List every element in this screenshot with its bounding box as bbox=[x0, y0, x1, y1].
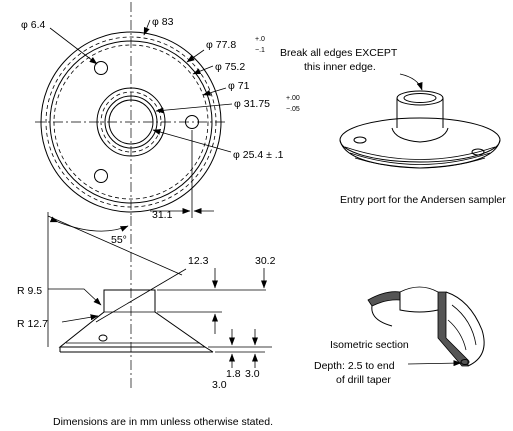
iso-flange-step-3 bbox=[354, 157, 486, 169]
iso-flange-top bbox=[339, 117, 501, 163]
ring-diameter-label: φ 75.2 bbox=[215, 61, 245, 73]
bore-tol-upper: +.00 bbox=[286, 95, 300, 102]
height-1-label: 12.3 bbox=[188, 255, 209, 267]
depth-note-leader bbox=[407, 360, 462, 367]
thickness-3-label: 3.0 bbox=[245, 368, 260, 380]
groove-diameter-leader bbox=[186, 49, 205, 63]
section-outer-curve bbox=[445, 291, 485, 367]
base-right-edge bbox=[204, 346, 214, 353]
isometric-section: Isometric section Depth: 2.5 to end of d… bbox=[314, 286, 485, 386]
side-hole bbox=[98, 334, 108, 342]
chamfer-line bbox=[95, 268, 187, 323]
step-circle bbox=[53, 44, 209, 200]
thickness-2-label: 3.0 bbox=[212, 379, 227, 391]
groove-tol-lower: −.1 bbox=[255, 47, 265, 54]
outer-diameter-label: φ 83 bbox=[152, 16, 174, 28]
bolt-hole-lower bbox=[94, 169, 108, 183]
section-step-2 bbox=[447, 319, 467, 351]
bore-diameter-label: φ 31.75 bbox=[234, 98, 270, 110]
step-diameter-label: φ 71 bbox=[228, 80, 250, 92]
section-cut-left bbox=[367, 291, 401, 307]
top-view: φ 6.4 φ 83 φ 77.8 +.0 −.1 φ 75.2 φ 71 φ … bbox=[21, 2, 300, 221]
edge-note-line2: this inner edge. bbox=[304, 61, 376, 73]
outer-circle bbox=[40, 31, 222, 213]
bore-inner-circle bbox=[108, 99, 154, 145]
groove-circle bbox=[45, 36, 217, 208]
iso-hole-left bbox=[353, 136, 367, 144]
section-cut-right bbox=[437, 291, 469, 367]
side-view: 55° 12.3 30.2 R 9.5 R 12.7 1.8 3.0 3.0 bbox=[17, 212, 276, 391]
iso-bore bbox=[403, 93, 437, 103]
section-top-edge bbox=[399, 286, 439, 293]
radius-2-label: R 12.7 bbox=[17, 318, 48, 330]
iso-flange-step-2 bbox=[349, 152, 491, 165]
ring-diameter-leader bbox=[192, 65, 214, 75]
angle-label: 55° bbox=[111, 234, 127, 246]
isometric-view: Break all edges EXCEPT this inner edge. … bbox=[280, 47, 506, 206]
angle-arc bbox=[49, 216, 129, 232]
section-inner-curve bbox=[371, 305, 393, 327]
edge-note-line1: Break all edges EXCEPT bbox=[280, 47, 398, 59]
groove-tol-upper: +.0 bbox=[255, 36, 265, 43]
radius-2-leader bbox=[61, 314, 99, 323]
hole-diameter-label: φ 6.4 bbox=[21, 19, 45, 31]
outer-diameter-leader bbox=[143, 19, 151, 36]
section-neck bbox=[399, 292, 439, 313]
bolt-hole-right bbox=[185, 115, 199, 129]
groove-diameter-label: φ 77.8 bbox=[206, 39, 236, 51]
height-2-label: 30.2 bbox=[255, 255, 276, 267]
radius-1-label: R 9.5 bbox=[17, 285, 42, 297]
bolt-hole-upper bbox=[94, 61, 108, 75]
inner-edge-diameter-label: φ 25.4 ± .1 bbox=[233, 149, 284, 161]
bore-mid-circle bbox=[104, 95, 158, 149]
hole-leader bbox=[49, 27, 98, 65]
edge-note-leader bbox=[399, 73, 423, 91]
thickness-1-label: 1.8 bbox=[226, 368, 241, 380]
ring-circle bbox=[49, 40, 213, 204]
iso-hole-right bbox=[471, 148, 485, 156]
iso-caption: Entry port for the Andersen sampler bbox=[340, 194, 506, 206]
depth-note-line2: of drill taper bbox=[336, 374, 391, 386]
bore-diameter-leader bbox=[155, 103, 233, 114]
iso-flange-step-1 bbox=[344, 146, 496, 160]
bore-outer-circle bbox=[96, 87, 166, 157]
step-diameter-leader bbox=[202, 87, 227, 96]
units-note: Dimensions are in mm unless otherwise st… bbox=[53, 416, 273, 428]
hole-offset-label: 31.1 bbox=[152, 209, 173, 221]
radius-1-leader bbox=[48, 288, 102, 306]
bore-dashed-circle bbox=[100, 91, 162, 153]
iso-flange-bottom bbox=[339, 139, 501, 169]
depth-note-line1: Depth: 2.5 to end bbox=[314, 360, 395, 372]
bore-tol-lower: −.05 bbox=[286, 106, 300, 113]
iso-cone bbox=[391, 127, 449, 143]
iso-neck-top bbox=[396, 90, 444, 106]
section-caption: Isometric section bbox=[330, 339, 409, 351]
section-step-1 bbox=[451, 304, 477, 346]
